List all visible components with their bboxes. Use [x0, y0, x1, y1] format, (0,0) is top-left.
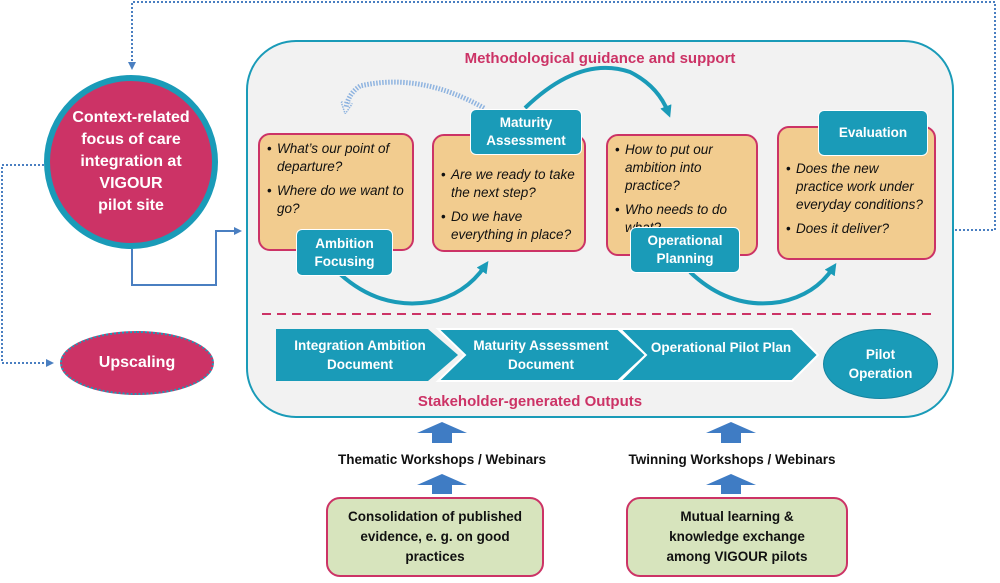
output-line: Document — [326, 357, 393, 372]
up-arrow-icon — [706, 422, 756, 443]
context-line: integration at — [80, 153, 182, 170]
question-item: How to put our ambition into practice? — [615, 141, 750, 195]
question-item: Where do we want to go? — [267, 182, 406, 218]
stakeholder-outputs-title: Stakeholder-generated Outputs — [417, 393, 643, 410]
question-item: What’s our point of departure? — [267, 140, 406, 176]
source-line: practices — [405, 549, 465, 564]
thematic-workshops-label: Thematic Workshops / Webinars — [337, 452, 547, 467]
tag-line: Planning — [656, 251, 714, 266]
context-focus-node[interactable]: Context-related focus of care integratio… — [44, 75, 218, 249]
question-item: Does it deliver? — [786, 220, 928, 238]
pilot-line: Pilot — [865, 347, 896, 362]
upscaling-dotted-line — [1, 164, 54, 367]
output-operational-pilot-plan[interactable]: Operational Pilot Plan — [640, 329, 802, 365]
question-item: Does the new practice work under everyda… — [786, 160, 928, 214]
up-arrow-icon — [706, 474, 756, 494]
tag-line: Evaluation — [838, 125, 908, 140]
source-line: Mutual learning & — [680, 509, 794, 524]
source-line: Consolidation of published — [348, 509, 522, 524]
output-line: Maturity Assessment — [473, 338, 609, 353]
output-line: Integration Ambition — [294, 338, 426, 353]
question-item: Are we ready to take the next step? — [441, 166, 578, 202]
phase-evaluation-tag[interactable]: Evaluation — [818, 110, 928, 156]
mutual-learning-box[interactable]: Mutual learning & knowledge exchange amo… — [626, 497, 848, 577]
output-line: Operational Pilot Plan — [650, 339, 792, 355]
source-line: among VIGOUR pilots — [666, 549, 808, 564]
pilot-line: Operation — [848, 366, 913, 381]
question-item: Do we have everything in place? — [441, 208, 578, 244]
tag-line: Operational — [647, 233, 723, 248]
tag-line: Assessment — [486, 133, 566, 148]
upscaling-label: Upscaling — [98, 354, 176, 371]
source-line: knowledge exchange — [669, 529, 805, 544]
context-line: pilot site — [98, 197, 164, 214]
source-line: evidence, e. g. on good — [360, 529, 510, 544]
tag-line: Ambition — [315, 235, 374, 251]
methodological-guidance-title: Methodological guidance and support — [464, 50, 736, 67]
upscaling-node[interactable]: Upscaling — [60, 331, 214, 395]
context-line: focus of care — [81, 131, 181, 148]
context-line: VIGOUR — [99, 175, 163, 192]
output-line: Document — [507, 357, 574, 372]
tag-line: Maturity — [499, 115, 553, 130]
context-line: Context-related — [72, 109, 190, 126]
up-arrow-icon — [417, 474, 467, 494]
twinning-workshops-label: Twinning Workshops / Webinars — [628, 452, 836, 467]
up-arrow-icon — [417, 422, 467, 443]
tag-line: Focusing — [314, 253, 375, 269]
published-evidence-box[interactable]: Consolidation of published evidence, e. … — [326, 497, 544, 577]
